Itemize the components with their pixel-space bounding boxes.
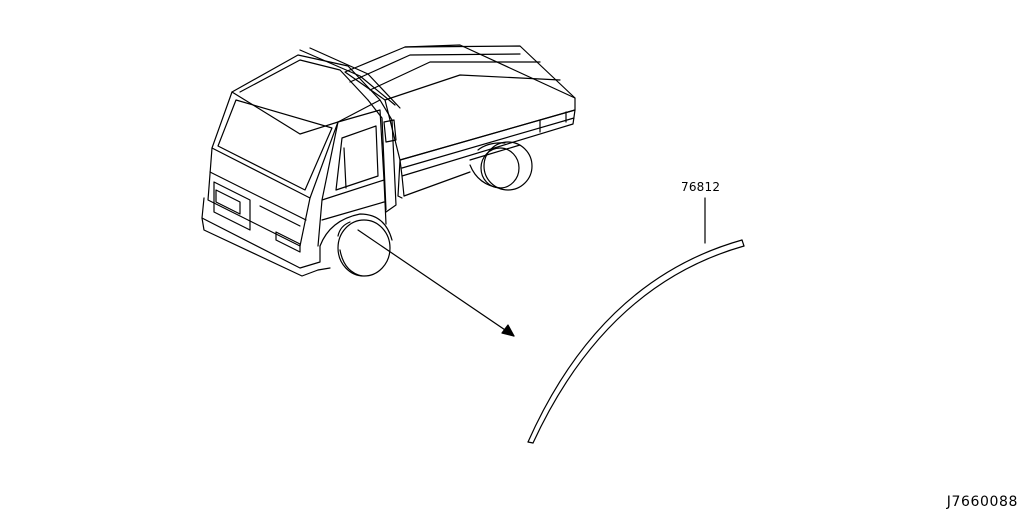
truck-illustration — [201, 44, 576, 277]
fender-moulding-part — [527, 239, 745, 444]
part-number-label: 76812 — [681, 180, 721, 194]
rear-wheel — [469, 141, 533, 191]
front-wheel — [337, 219, 391, 277]
diagram-code: J7660088 — [946, 494, 1018, 510]
cab — [201, 47, 401, 277]
cargo-bed — [344, 44, 576, 199]
leader-arrow — [357, 229, 515, 337]
side-mirror — [383, 119, 397, 143]
